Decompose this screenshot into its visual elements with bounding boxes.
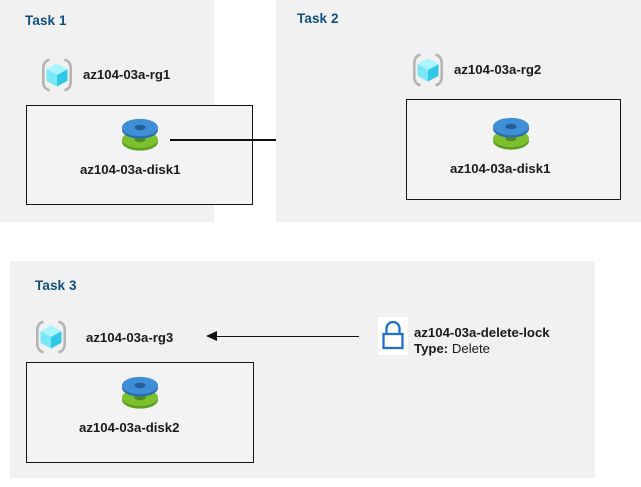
task-1-title: Task 1 <box>25 13 67 28</box>
lock-connector-arrowhead <box>206 331 217 341</box>
lock-type-value: Delete <box>451 341 490 356</box>
lock-type-label: Type: <box>414 341 449 356</box>
task-2-resource-group-label: az104-03a-rg2 <box>454 62 542 77</box>
lock-icon <box>378 317 408 355</box>
resource-group-icon <box>409 51 447 89</box>
managed-disk-icon <box>118 372 162 414</box>
lock-connector-line <box>216 335 359 338</box>
resource-group-icon <box>38 56 76 94</box>
managed-disk-icon <box>118 114 162 156</box>
task-1-resource-label: az104-03a-disk1 <box>80 162 181 177</box>
task-2-resource-label: az104-03a-disk1 <box>450 161 551 176</box>
lock-name-label: az104-03a-delete-lock <box>414 325 550 340</box>
resource-group-icon <box>32 318 70 356</box>
task-3-resource-group-label: az104-03a-rg3 <box>86 330 174 345</box>
lock-type-line: Type: Delete <box>414 341 490 356</box>
task-3-title: Task 3 <box>35 278 77 293</box>
task-1-resource-group-label: az104-03a-rg1 <box>83 67 171 82</box>
task-2-title: Task 2 <box>297 11 339 26</box>
managed-disk-icon <box>489 113 533 155</box>
task-3-resource-label: az104-03a-disk2 <box>79 420 180 435</box>
